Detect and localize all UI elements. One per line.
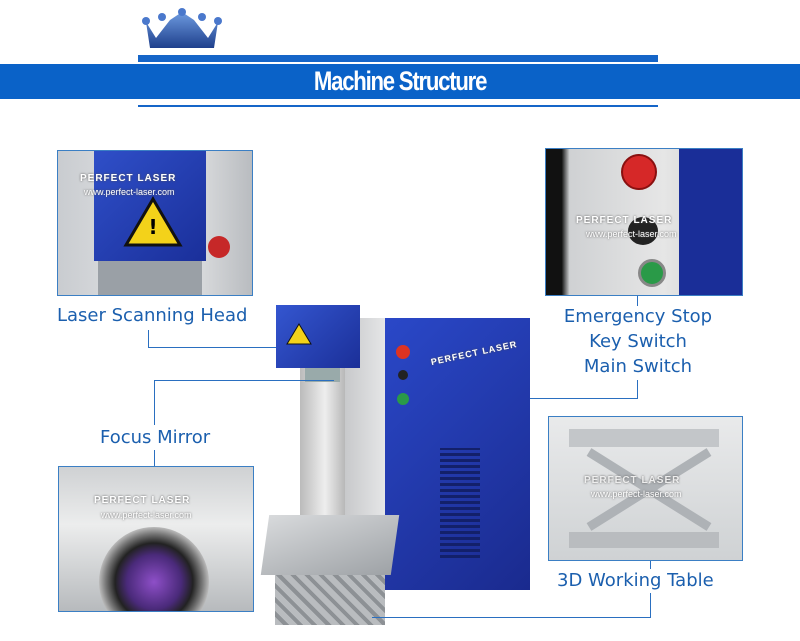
watermark-url: www.perfect-laser.com bbox=[591, 489, 682, 499]
label-main-switch: Main Switch bbox=[583, 356, 693, 377]
label-focus-mirror: Focus Mirror bbox=[100, 427, 211, 448]
watermark-brand: PERFECT LASER bbox=[584, 475, 681, 486]
label-key-switch: Key Switch bbox=[589, 331, 687, 352]
watermark-brand: PERFECT LASER bbox=[576, 215, 673, 226]
working-table-photo: PERFECT LASER www.perfect-laser.com bbox=[548, 416, 743, 561]
top-rule bbox=[138, 55, 658, 62]
watermark-url: www.perfect-laser.com bbox=[101, 510, 192, 520]
label-emergency-stop: Emergency Stop bbox=[563, 306, 713, 327]
machine-brand: PERFECT LASER bbox=[429, 338, 519, 368]
label-3d-working-table: 3D Working Table bbox=[557, 570, 714, 591]
machine-laser-head bbox=[276, 305, 360, 368]
crown-icon bbox=[142, 8, 222, 48]
machine-body: PERFECT LASER bbox=[385, 318, 530, 590]
bottom-rule bbox=[138, 105, 658, 107]
switch-panel-photo: PERFECT LASER www.perfect-laser.com bbox=[545, 148, 743, 296]
label-laser-scanning-head: Laser Scanning Head bbox=[57, 305, 248, 326]
title-banner: Machine Structure bbox=[0, 64, 800, 99]
svg-text:!: ! bbox=[148, 215, 157, 239]
watermark-url: www.perfect-laser.com bbox=[84, 187, 175, 197]
laser-head-photo: ! PERFECT LASER www.perfect-laser.com bbox=[57, 150, 253, 296]
machine-column bbox=[300, 360, 350, 520]
watermark-brand: PERFECT LASER bbox=[80, 173, 177, 184]
focus-mirror-photo: PERFECT LASER www.perfect-laser.com bbox=[58, 466, 254, 612]
watermark-url: www.perfect-laser.com bbox=[586, 229, 677, 239]
watermark-brand: PERFECT LASER bbox=[94, 495, 191, 506]
machine-table bbox=[260, 515, 400, 575]
page-title: Machine Structure bbox=[313, 66, 487, 96]
